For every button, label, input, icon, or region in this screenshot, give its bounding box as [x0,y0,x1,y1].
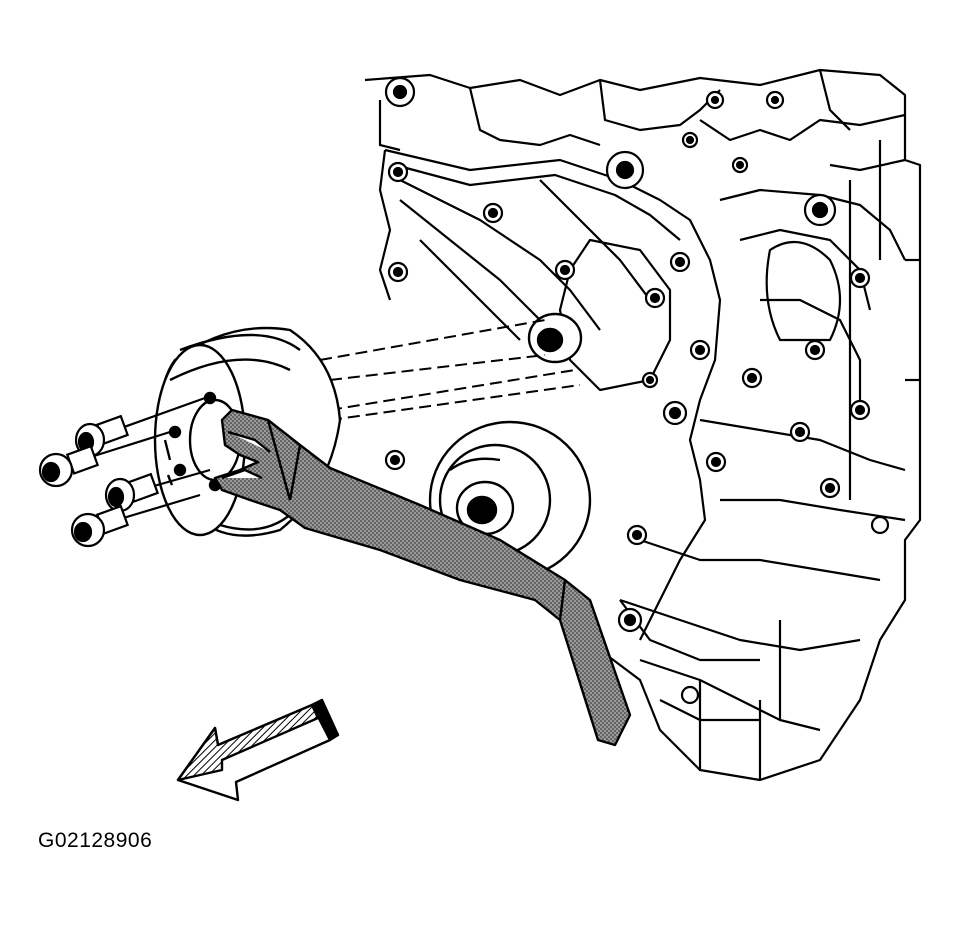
holding-tool [213,408,632,747]
balancer-bolts [38,396,211,548]
shaft-hub [527,312,583,364]
engine-bolts [384,76,890,705]
bolt [38,430,171,488]
bolt [70,493,201,548]
engine-block [364,68,922,782]
arrow-left-icon [176,698,340,802]
alignment-lines [319,319,581,421]
figure-code: G02128906 [38,829,153,852]
bolt [104,468,211,513]
